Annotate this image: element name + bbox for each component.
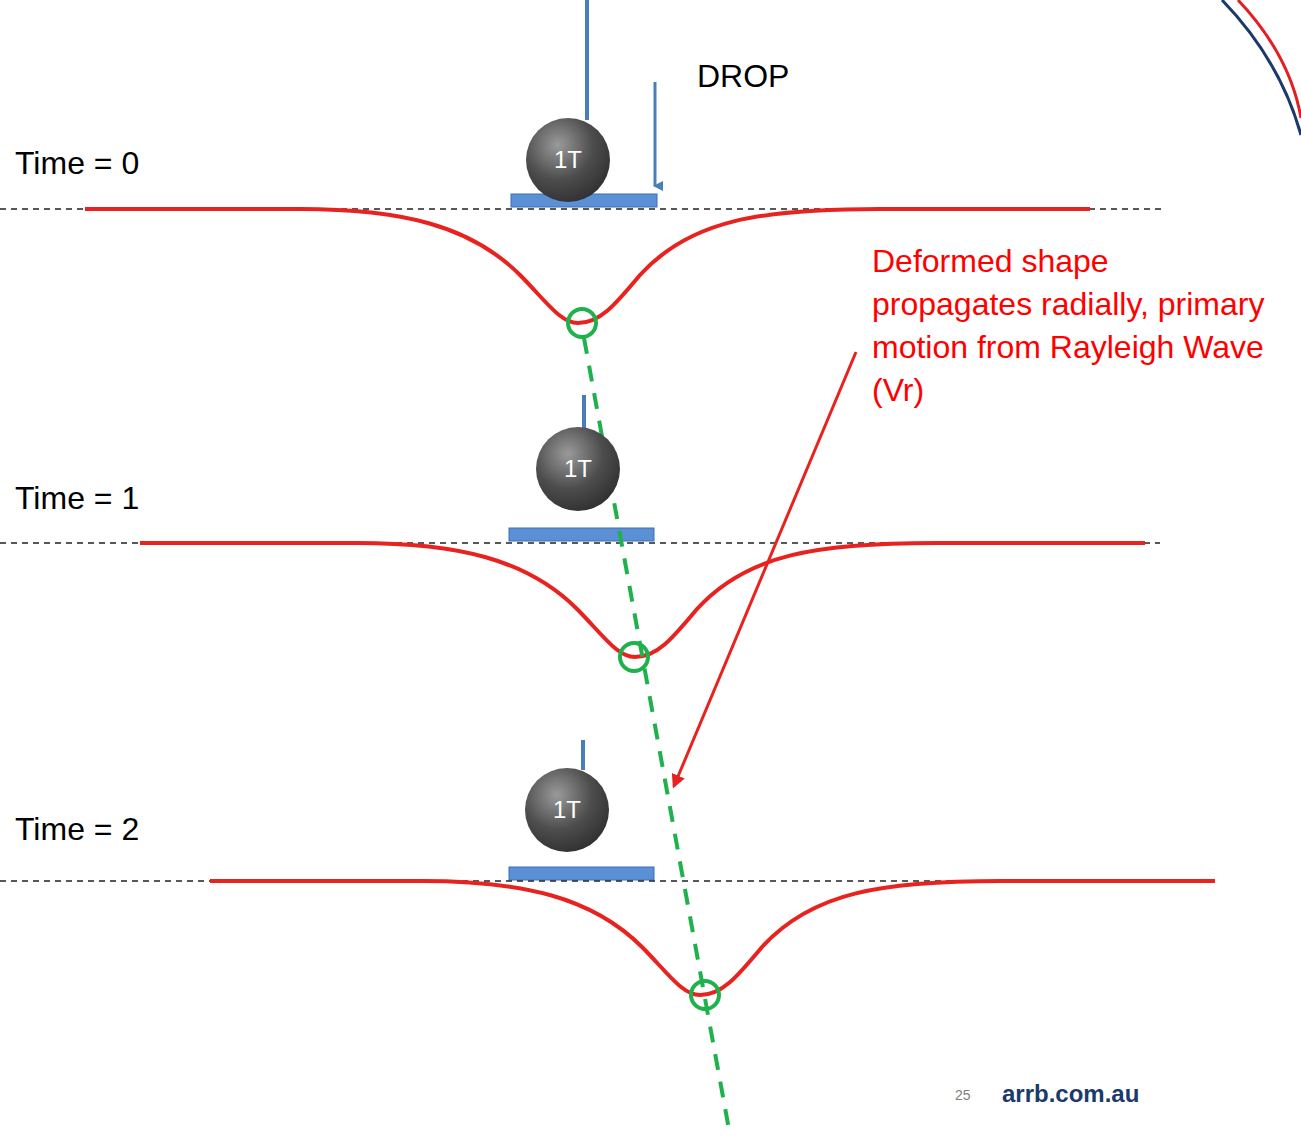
- weight-label: 1T: [554, 146, 582, 174]
- load-plate: [509, 528, 654, 541]
- leader-arrow: [674, 352, 856, 786]
- website-label: arrb.com.au: [1002, 1080, 1139, 1108]
- trough-marker: [620, 643, 648, 671]
- weight-label: 1T: [564, 455, 592, 483]
- annotation-note: Deformed shape propagates radially, prim…: [872, 240, 1272, 412]
- rod: [581, 740, 585, 770]
- rod: [585, 0, 589, 120]
- time-label: Time = 0: [15, 145, 139, 182]
- deflection-curve: [140, 543, 1145, 657]
- logo-arc: [1222, 0, 1301, 135]
- time-label: Time = 2: [15, 811, 139, 848]
- weight-label: 1T: [553, 796, 581, 824]
- load-plate: [509, 867, 654, 880]
- weight-ball: 1T: [536, 427, 620, 511]
- time-label: Time = 1: [15, 480, 139, 517]
- drop-label: DROP: [697, 58, 789, 95]
- deflection-curve: [210, 881, 1215, 995]
- rod: [582, 395, 586, 430]
- page-number: 25: [955, 1087, 971, 1103]
- weight-ball: 1T: [526, 118, 610, 202]
- weight-ball: 1T: [525, 768, 609, 852]
- drop-arrow: [654, 82, 657, 186]
- trough-marker: [568, 309, 596, 337]
